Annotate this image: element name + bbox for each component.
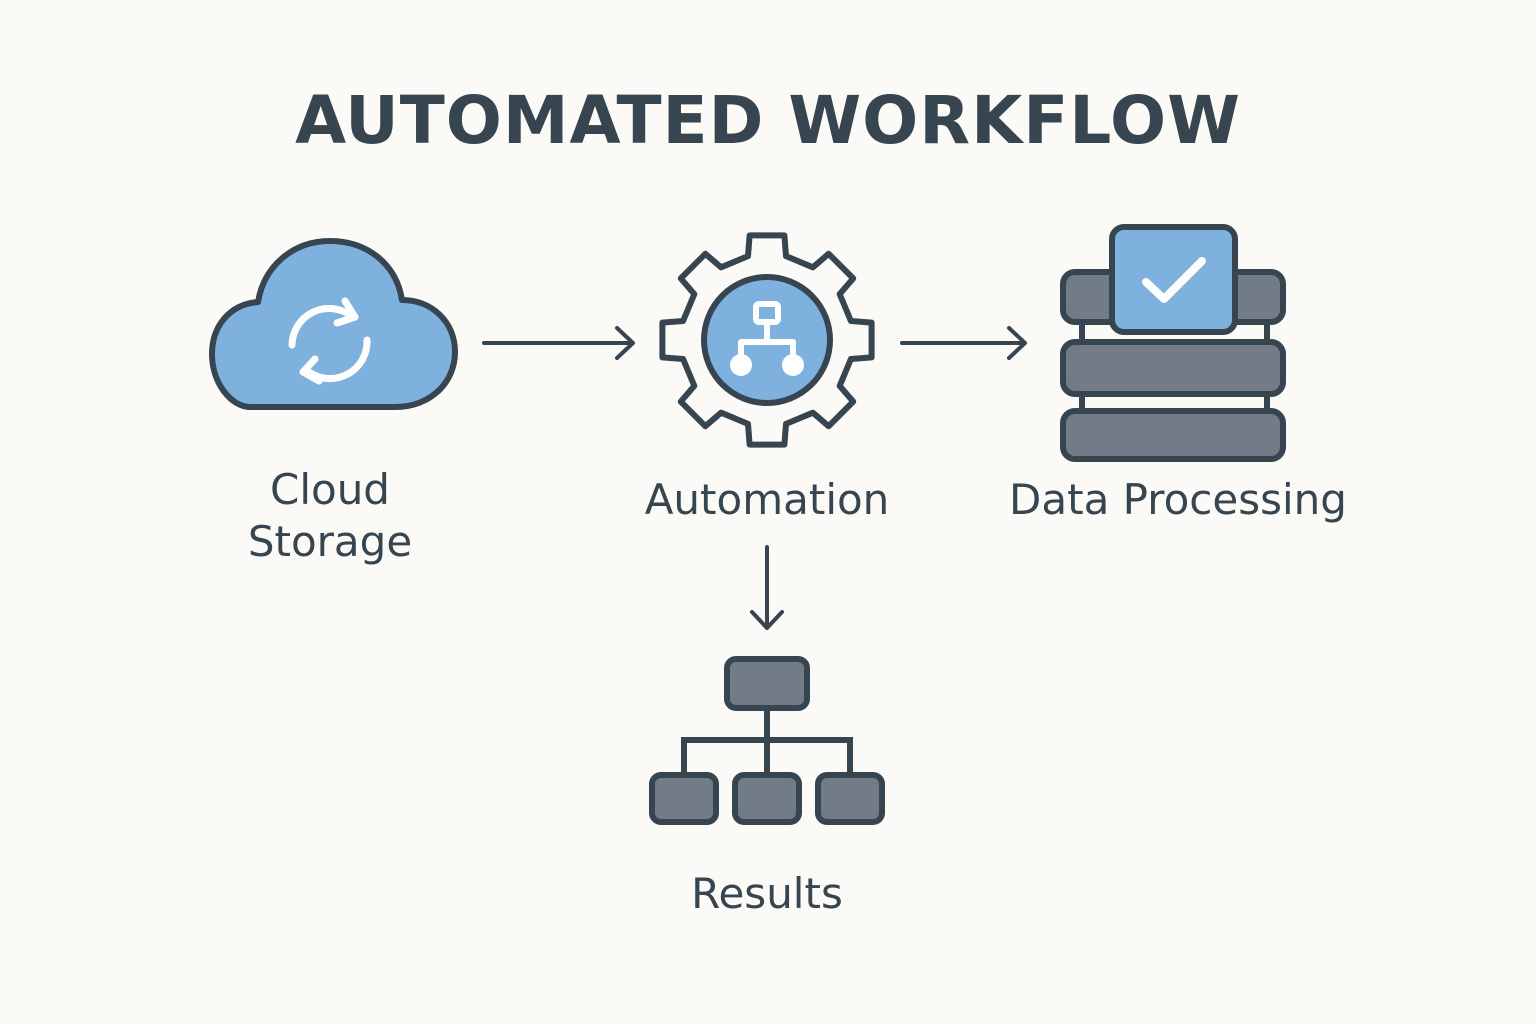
- hierarchy-glyph: [730, 301, 804, 376]
- diagram-title: AUTOMATED WORKFLOW: [295, 82, 1241, 159]
- label-cloud-line2: Storage: [247, 517, 413, 566]
- cloud-sync-icon: [209, 238, 458, 410]
- arrow-cloud-to-automation: [482, 326, 635, 360]
- database-check-icon: [1060, 224, 1286, 462]
- org-chart-icon: [649, 656, 885, 825]
- label-results: Results: [691, 869, 843, 918]
- arrow-automation-to-results: [750, 545, 784, 630]
- label-cloud-line1: Cloud: [270, 465, 390, 514]
- label-data-processing: Data Processing: [1009, 475, 1347, 524]
- checkmark-icon: [1142, 257, 1206, 303]
- check-card: [1109, 224, 1238, 335]
- org-node-right: [815, 772, 885, 825]
- sync-arrows: [288, 297, 371, 385]
- db-layer-bottom: [1060, 408, 1286, 462]
- gear-hierarchy-icon: [659, 232, 875, 448]
- org-node-left: [649, 772, 719, 825]
- db-layer-middle: [1060, 339, 1286, 397]
- org-node-center: [732, 772, 802, 825]
- label-automation: Automation: [644, 475, 890, 524]
- cloud-shape: [209, 238, 458, 410]
- arrow-automation-to-data-processing: [900, 326, 1027, 360]
- org-node-top: [724, 656, 810, 711]
- label-cloud-storage: Cloud Storage: [210, 464, 450, 568]
